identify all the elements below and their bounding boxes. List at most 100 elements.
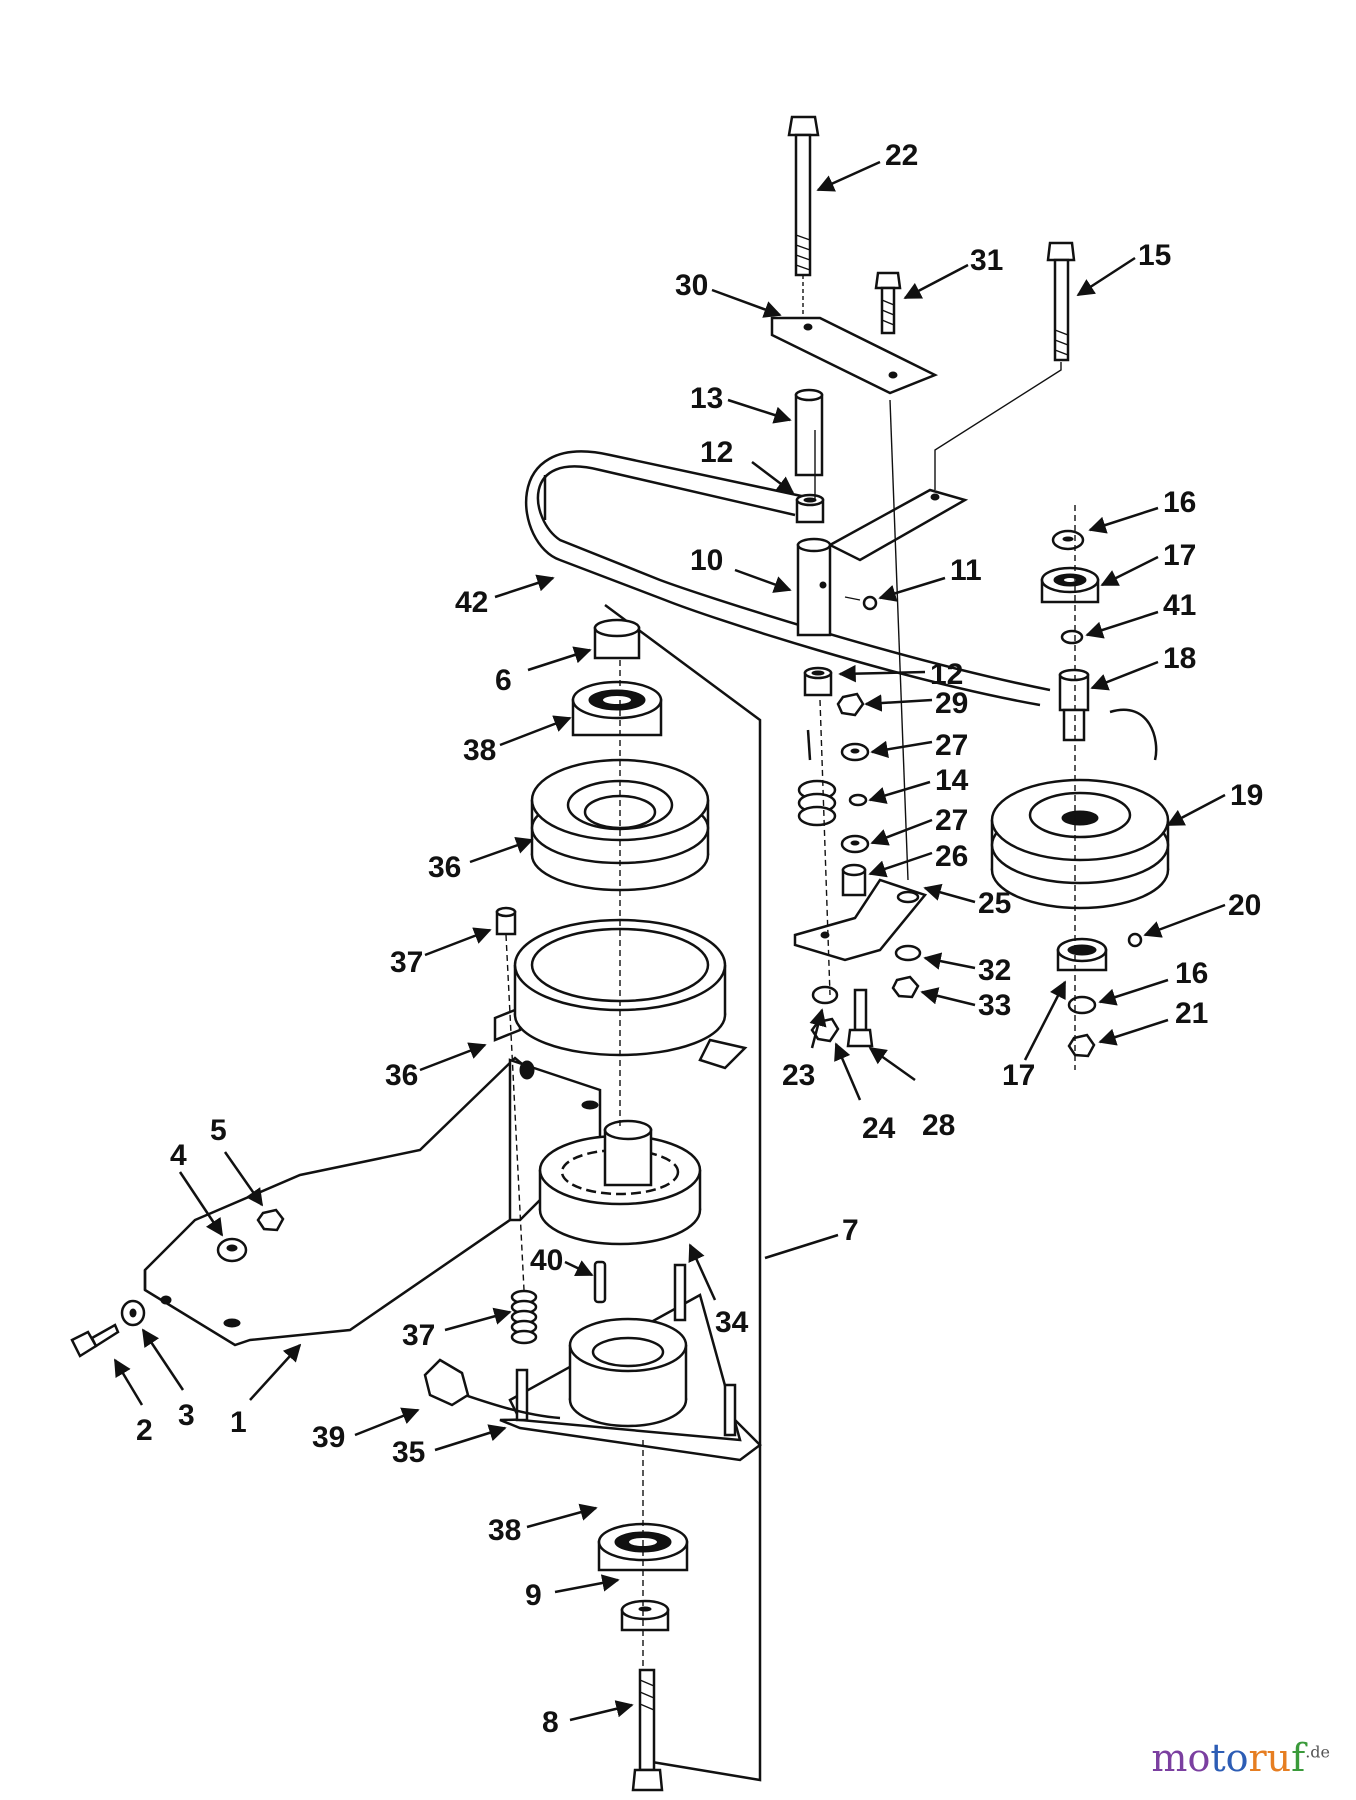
- label-32: 32: [923, 952, 1011, 987]
- label-23: 23: [782, 1008, 827, 1092]
- label-14: 14: [868, 764, 969, 804]
- label-1: 1: [230, 1343, 302, 1439]
- label-6: 6: [495, 646, 592, 697]
- key-40-part: [593, 1260, 607, 1304]
- label-40: 40: [530, 1244, 594, 1277]
- bearing-17-bottom-part: [1056, 937, 1108, 972]
- washer-16-bottom-part: [1067, 995, 1097, 1015]
- label-25: 25: [923, 883, 1011, 920]
- label-37-nut: 37: [390, 927, 492, 979]
- label-28: 28: [868, 1046, 955, 1142]
- label-36-housing: 36: [385, 1042, 487, 1092]
- label-7: 7: [764, 1214, 859, 1260]
- label-12-top: 12: [700, 436, 795, 495]
- svg-text:37: 37: [402, 1319, 435, 1352]
- label-3: 3: [141, 1328, 195, 1432]
- svg-text:38: 38: [488, 1514, 521, 1547]
- svg-text:16: 16: [1175, 957, 1208, 990]
- svg-text:40: 40: [530, 1244, 563, 1277]
- spacer-13-part: [794, 388, 824, 477]
- svg-text:37: 37: [390, 946, 423, 979]
- spacer-6-part: [593, 618, 641, 660]
- label-18: 18: [1090, 642, 1196, 691]
- label-27-upper: 27: [870, 729, 968, 762]
- svg-text:31: 31: [970, 244, 1003, 277]
- label-10: 10: [690, 544, 792, 593]
- svg-text:26: 26: [935, 840, 968, 873]
- label-33: 33: [920, 987, 1011, 1022]
- spacer-4-part: [216, 1237, 248, 1263]
- label-38-bottom: 38: [488, 1503, 598, 1547]
- label-42: 42: [455, 574, 555, 619]
- svg-text:6: 6: [495, 664, 512, 697]
- svg-text:35: 35: [392, 1436, 425, 1469]
- svg-text:3: 3: [178, 1399, 195, 1432]
- svg-text:41: 41: [1163, 589, 1196, 622]
- svg-text:14: 14: [935, 764, 969, 797]
- pivot-tube-10-part: [796, 537, 832, 637]
- svg-text:38: 38: [463, 734, 496, 767]
- svg-text:27: 27: [935, 729, 968, 762]
- svg-text:18: 18: [1163, 642, 1196, 675]
- label-34: 34: [688, 1243, 749, 1339]
- nut-33-part: [891, 975, 920, 999]
- svg-text:39: 39: [312, 1421, 345, 1454]
- mounting-bracket-1-part: [143, 1056, 602, 1347]
- svg-text:42: 42: [455, 586, 488, 619]
- watermark-logo: motoruf.de: [1151, 1736, 1330, 1780]
- bolt-15-part: [934, 241, 1076, 490]
- pulley-19-part: [990, 708, 1170, 910]
- svg-text:20: 20: [1228, 889, 1261, 922]
- plate-30-part: [770, 316, 939, 395]
- label-24: 24: [834, 1042, 896, 1145]
- label-37-spring: 37: [402, 1307, 512, 1352]
- nut-21-part: [1067, 1033, 1096, 1058]
- clutch-field-35-part: [499, 1263, 762, 1462]
- nut-5-part: [256, 1208, 285, 1232]
- label-17-top: 17: [1100, 539, 1196, 587]
- label-16-bottom: 16: [1098, 957, 1208, 1006]
- spacer-26-part: [841, 863, 867, 897]
- svg-text:13: 13: [690, 382, 723, 415]
- svg-text:17: 17: [1163, 539, 1196, 572]
- washer-32-part: [894, 944, 922, 962]
- svg-text:11: 11: [950, 554, 982, 587]
- washer-23-part: [811, 985, 839, 1005]
- label-29: 29: [864, 687, 968, 720]
- label-8: 8: [542, 1700, 634, 1739]
- connector-39-part: [423, 1358, 561, 1420]
- svg-text:33: 33: [978, 989, 1011, 1022]
- svg-text:12: 12: [700, 436, 733, 469]
- svg-text:29: 29: [935, 687, 968, 720]
- spring-14-part: [797, 729, 868, 827]
- svg-text:24: 24: [862, 1112, 896, 1145]
- nut-29-part: [836, 692, 865, 717]
- label-16-top: 16: [1088, 486, 1196, 534]
- washer-27-lower-part: [840, 834, 870, 854]
- svg-text:15: 15: [1138, 239, 1171, 272]
- frame-line-part: [604, 603, 762, 1782]
- svg-text:17: 17: [1002, 1059, 1035, 1092]
- bushing-12-top-part: [795, 493, 825, 524]
- svg-text:34: 34: [715, 1306, 749, 1339]
- clutch-plate-34-part: [538, 1119, 702, 1246]
- label-20: 20: [1143, 889, 1261, 938]
- washer-3-part: [120, 1299, 146, 1327]
- svg-text:19: 19: [1230, 779, 1263, 812]
- svg-text:32: 32: [978, 954, 1011, 987]
- svg-text:1: 1: [230, 1406, 247, 1439]
- assembly-centerlines: [505, 399, 1076, 1670]
- label-13: 13: [690, 382, 792, 424]
- label-30: 30: [675, 269, 782, 318]
- svg-text:4: 4: [170, 1139, 187, 1172]
- grease-fitting-11-part: [844, 595, 878, 611]
- label-26: 26: [868, 840, 968, 878]
- spring-37-part: [510, 1289, 538, 1345]
- bolt-2-part: [70, 1323, 120, 1358]
- grease-fitting-20-part: [1127, 932, 1143, 948]
- label-19: 19: [1166, 779, 1263, 827]
- label-39: 39: [312, 1407, 420, 1454]
- label-5: 5: [210, 1114, 264, 1207]
- svg-text:2: 2: [136, 1414, 153, 1447]
- label-9: 9: [525, 1574, 620, 1612]
